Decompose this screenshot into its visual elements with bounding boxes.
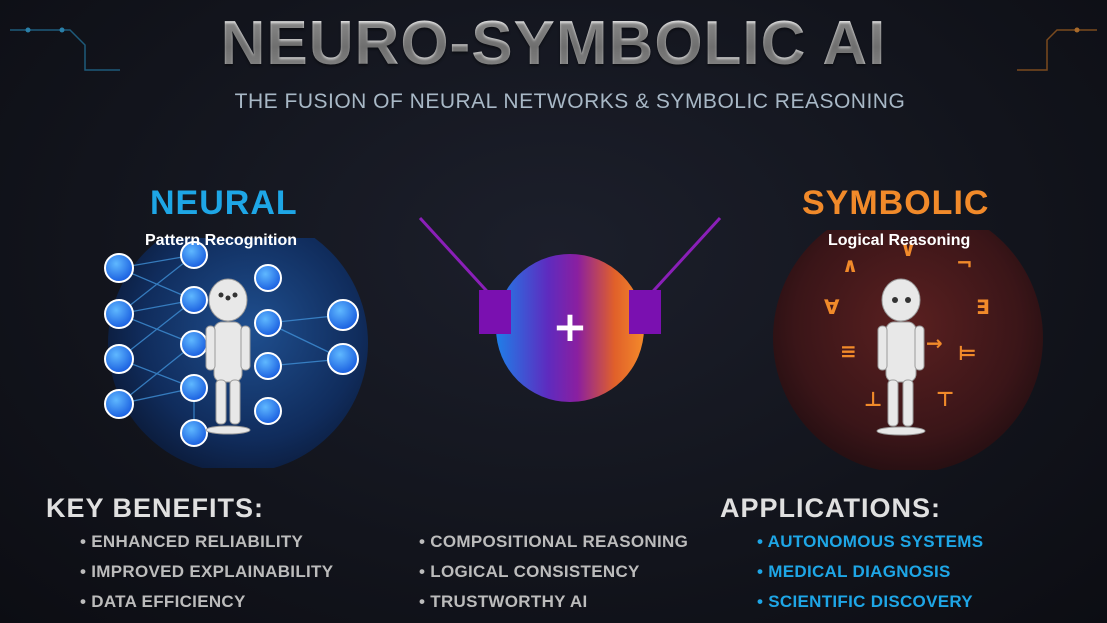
page-title: NEURO-SYMBOLIC AI bbox=[0, 8, 1107, 79]
fusion-illustration: + bbox=[418, 216, 722, 402]
benefit-item: • TRUSTWORTHY AI bbox=[419, 592, 588, 611]
page-subtitle: THE FUSION OF NEURAL NETWORKS & SYMBOLIC… bbox=[234, 90, 906, 113]
benefit-item: • COMPOSITIONAL REASONING bbox=[419, 532, 689, 551]
symbolic-robot-figure bbox=[876, 278, 926, 436]
symbolic-illustration: ∧ ∨ ¬ ∀ ∃ ≡ → ⊨ ⊥ ⊤ bbox=[773, 230, 1043, 470]
circuit-decoration-right bbox=[1017, 27, 1097, 71]
symbolic-heading: SYMBOLIC bbox=[802, 184, 990, 222]
logic-symbol: → bbox=[926, 331, 943, 355]
neural-node bbox=[180, 330, 208, 358]
neural-node bbox=[327, 299, 359, 331]
benefits-title: KEY BENEFITS: bbox=[46, 493, 265, 523]
neural-node bbox=[104, 344, 134, 374]
neural-node bbox=[180, 241, 208, 269]
plus-icon: + bbox=[552, 302, 587, 351]
circuit-decoration-left bbox=[10, 27, 120, 71]
symbolic-subtitle: Logical Reasoning bbox=[828, 232, 971, 249]
logic-symbol: ¬ bbox=[956, 251, 973, 275]
fusion-orb bbox=[496, 254, 644, 402]
logic-symbol: ∃ bbox=[976, 295, 990, 319]
logic-symbol: ⊥ bbox=[864, 387, 882, 411]
neural-node bbox=[180, 374, 208, 402]
neural-node bbox=[104, 389, 134, 419]
logic-symbol: ⊤ bbox=[936, 387, 954, 411]
neural-heading: NEURAL bbox=[150, 184, 298, 222]
application-item: • AUTONOMOUS SYSTEMS bbox=[757, 532, 984, 551]
fusion-connector-right bbox=[629, 290, 661, 334]
logic-symbol: ⊨ bbox=[958, 341, 976, 365]
neural-node bbox=[254, 309, 282, 337]
neural-node bbox=[104, 253, 134, 283]
neural-node bbox=[254, 352, 282, 380]
benefit-item: • IMPROVED EXPLAINABILITY bbox=[80, 562, 334, 581]
logic-symbol: ∨ bbox=[900, 237, 916, 261]
benefit-item: • DATA EFFICIENCY bbox=[80, 592, 246, 611]
application-item: • SCIENTIFIC DISCOVERY bbox=[757, 592, 973, 611]
fusion-wire-left bbox=[418, 216, 497, 302]
neural-subtitle: Pattern Recognition bbox=[145, 232, 298, 249]
logic-symbols: ∧ ∨ ¬ ∀ ∃ ≡ → ⊨ ⊥ ⊤ bbox=[824, 237, 990, 411]
logic-symbol: ≡ bbox=[840, 339, 857, 363]
application-item: • MEDICAL DIAGNOSIS bbox=[757, 562, 951, 581]
neural-node bbox=[180, 419, 208, 447]
neural-network-illustration bbox=[104, 238, 368, 468]
neural-node bbox=[254, 264, 282, 292]
neural-node bbox=[327, 343, 359, 375]
logic-symbol: ∀ bbox=[824, 295, 840, 319]
neural-node bbox=[254, 397, 282, 425]
benefit-item: • ENHANCED RELIABILITY bbox=[80, 532, 304, 551]
benefit-item: • LOGICAL CONSISTENCY bbox=[419, 562, 640, 581]
logic-symbol: ∧ bbox=[842, 253, 858, 277]
applications-title: APPLICATIONS: bbox=[720, 493, 941, 523]
neural-node bbox=[104, 299, 134, 329]
fusion-connector-left bbox=[479, 290, 511, 334]
fusion-wire-right bbox=[643, 216, 722, 302]
neural-node bbox=[180, 286, 208, 314]
